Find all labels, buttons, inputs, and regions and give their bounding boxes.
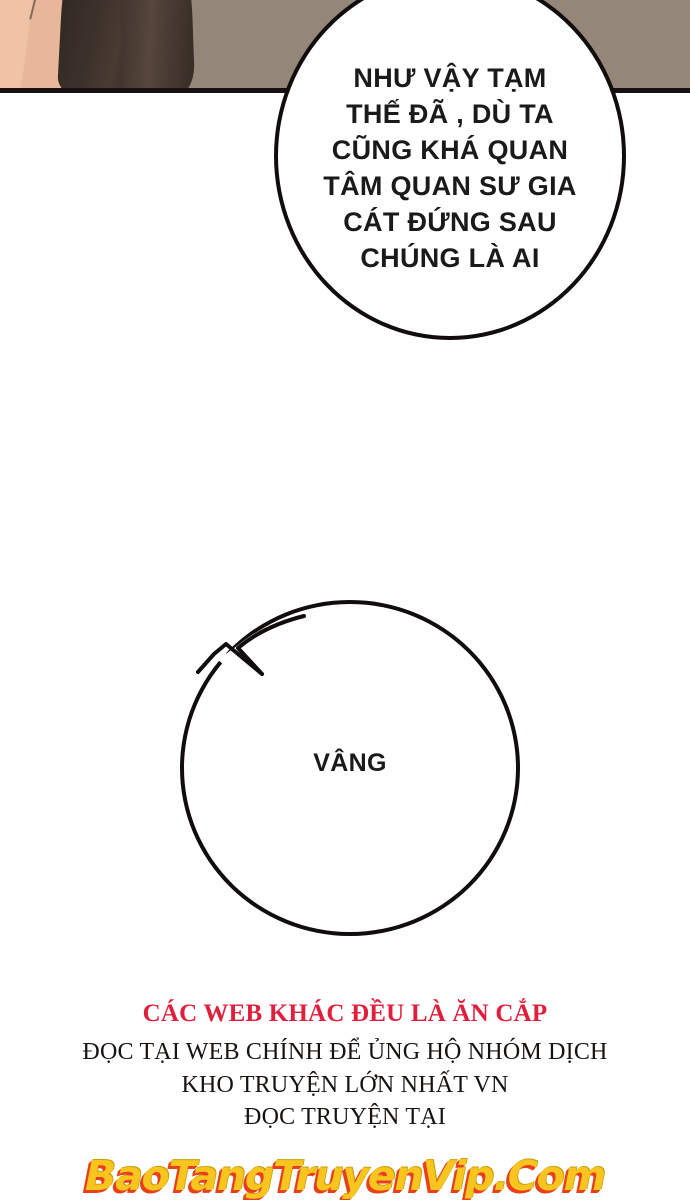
site-logo-watermark[interactable]: BaoTangTruyenVip.Com	[85, 1152, 606, 1200]
footer-warning-text: CÁC WEB KHÁC ĐỀU LÀ ĂN CẮP	[142, 1000, 548, 1027]
speech-bubble-reply: VÂNG	[180, 600, 520, 936]
footer-line-1: ĐỌC TẠI WEB CHÍNH ĐỂ ỦNG HỘ NHÓM DỊCH	[82, 1039, 608, 1065]
character-hair-strand	[116, 0, 196, 88]
footer-line-3: ĐỌC TRUYỆN TẠI	[244, 1104, 446, 1131]
speech-bubble-primary: NHƯ VẬY TẠM THẾ ĐÃ , DÙ TA CŨNG KHÁ QUAN…	[274, 0, 626, 340]
footer-credits: CÁC WEB KHÁC ĐỀU LÀ ĂN CẮP ĐỌC TẠI WEB C…	[0, 998, 690, 1134]
speech-bubble-primary-text: NHƯ VẬY TẠM THẾ ĐÃ , DÙ TA CŨNG KHÁ QUAN…	[323, 63, 577, 273]
speech-bubble-reply-text: VÂNG	[313, 749, 387, 778]
footer-line-2: KHO TRUYỆN LỚN NHẤT VN	[181, 1071, 509, 1098]
